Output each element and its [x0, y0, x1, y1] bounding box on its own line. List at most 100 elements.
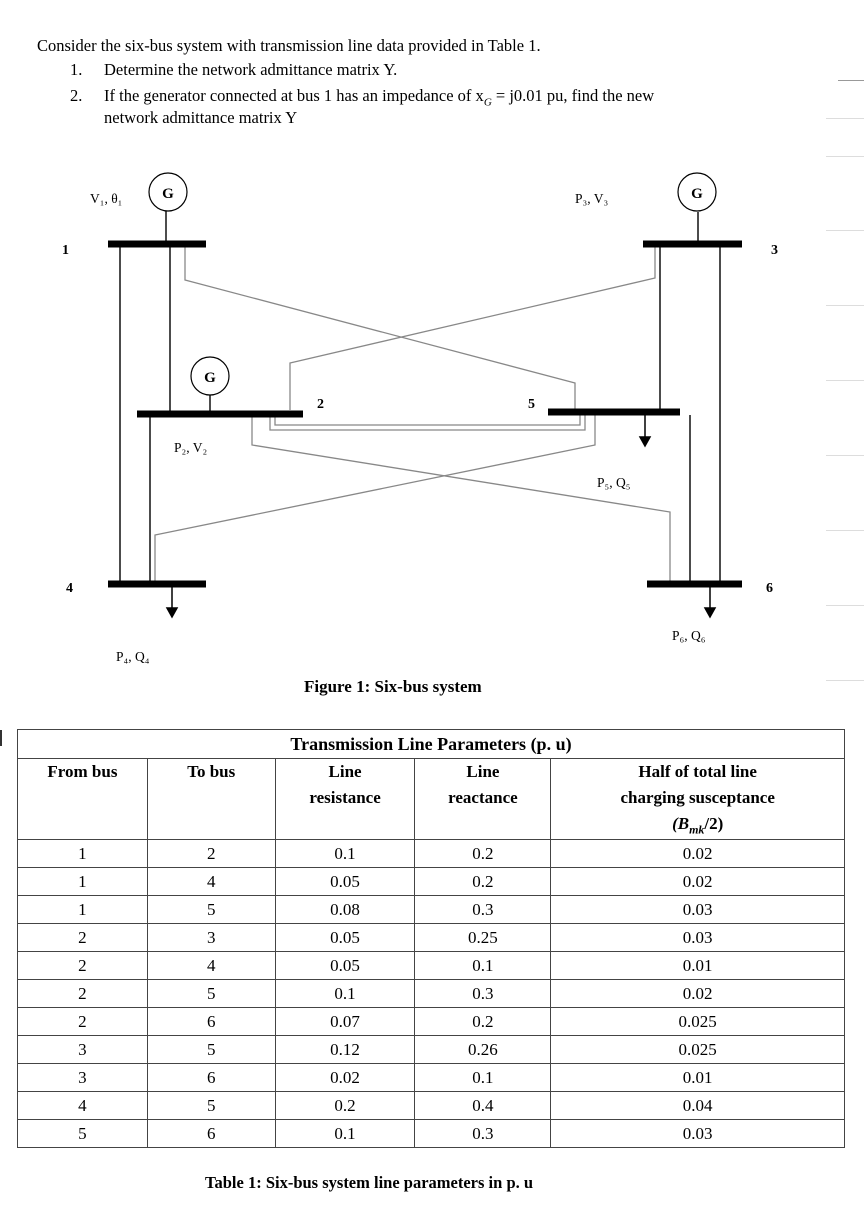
table-cell: 3: [146, 923, 276, 953]
left-margin-mark: [0, 730, 2, 746]
table-cell: 0.05: [274, 923, 416, 953]
table-cell: 1: [17, 839, 148, 869]
margin-line: [826, 156, 864, 157]
question-text: Determine the network admittance matrix …: [104, 60, 398, 79]
bus-number-3: 3: [771, 243, 778, 258]
table-cell: 0.025: [550, 1007, 845, 1037]
bus-label-2: P₂, V₂: [174, 440, 207, 455]
header-text: Half of total line: [638, 762, 757, 781]
bus-label-1: V₁, θ₁: [90, 191, 122, 206]
table-cell: 1: [17, 895, 148, 925]
line-parameters-table: Transmission Line Parameters (p. u) From…: [17, 729, 845, 1149]
table-cell: 5: [17, 1119, 148, 1149]
table-cell: 0.01: [550, 951, 845, 981]
svg-text:G: G: [162, 186, 174, 202]
question-item-2: 2. If the generator connected at bus 1 h…: [0, 86, 864, 108]
table-cell: 0.3: [414, 895, 552, 925]
column-header: From bus: [17, 757, 148, 841]
table-title: Transmission Line Parameters (p. u): [17, 729, 845, 759]
load-arrow-icon: [638, 436, 652, 448]
question-text-part: = j0.01 pu, find the new: [491, 86, 655, 105]
table-cell: 5: [146, 1035, 276, 1065]
margin-line: [826, 230, 864, 231]
figure-caption: Figure 1: Six-bus system: [304, 677, 482, 696]
bus-number-6: 6: [766, 581, 773, 596]
table-cell: 0.1: [414, 951, 552, 981]
header-text: (B: [672, 814, 690, 833]
line-2-5-inner: [274, 412, 581, 426]
header-text: reactance: [448, 788, 518, 807]
header-text: resistance: [309, 788, 381, 807]
load-arrow-icon: [165, 607, 179, 619]
margin-line: [826, 118, 864, 119]
question-intro: Consider the six-bus system with transmi…: [37, 36, 541, 55]
question-number: 1.: [70, 60, 83, 79]
table-cell: 3: [17, 1035, 148, 1065]
generator-icon: G: [148, 172, 188, 212]
table-cell: 0.025: [550, 1035, 845, 1065]
table-cell: 0.2: [414, 1007, 552, 1037]
table-cell: 4: [17, 1091, 148, 1121]
table-cell: 1: [17, 867, 148, 897]
table-cell: 6: [146, 1007, 276, 1037]
table-cell: 0.01: [550, 1063, 845, 1093]
line-5-4: [154, 415, 596, 583]
table-cell: 0.3: [414, 979, 552, 1009]
table-cell: 0.02: [274, 1063, 416, 1093]
vertical-lines: [119, 210, 721, 583]
bus-label-6: P₆, Q₆: [672, 628, 706, 643]
table-cell: 0.02: [550, 867, 845, 897]
question-text-part: If the generator connected at bus 1 has …: [104, 86, 484, 105]
svg-text:G: G: [204, 370, 216, 386]
table-cell: 4: [146, 867, 276, 897]
generator-icon: G: [190, 356, 230, 396]
svg-text:G: G: [691, 186, 703, 202]
transmission-lines: [154, 243, 671, 583]
table-cell: 0.02: [550, 979, 845, 1009]
header-text: Line: [328, 762, 362, 781]
subscript: G: [483, 96, 492, 109]
header-text: /2): [704, 814, 724, 833]
table-cell: 6: [146, 1063, 276, 1093]
table-cell: 0.2: [274, 1091, 416, 1121]
margin-line: [838, 80, 864, 81]
margin-line: [826, 305, 864, 306]
table-cell: 3: [17, 1063, 148, 1093]
bus-number-5: 5: [528, 397, 535, 412]
table-cell: 0.03: [550, 895, 845, 925]
table-cell: 5: [146, 1091, 276, 1121]
table-cell: 5: [146, 979, 276, 1009]
table-cell: 0.05: [274, 951, 416, 981]
margin-line: [826, 605, 864, 606]
bus-number-2: 2: [317, 397, 324, 412]
question-text: If the generator connected at bus 1 has …: [104, 86, 654, 108]
table-cell: 0.2: [414, 839, 552, 869]
question-number: 2.: [70, 86, 83, 105]
margin-line: [826, 680, 864, 681]
column-header: Line resistance: [274, 757, 416, 841]
table-cell: 0.3: [414, 1119, 552, 1149]
table-cell: 2: [17, 979, 148, 1009]
table-cell: 0.12: [274, 1035, 416, 1065]
table-cell: 0.03: [550, 1119, 845, 1149]
table-cell: 2: [17, 951, 148, 981]
six-bus-diagram: G G G 1 2 3 4 5 6 V₁, θ₁ P₂, V₂ P₃, V₃ P…: [62, 172, 778, 664]
table-cell: 0.4: [414, 1091, 552, 1121]
header-text: To bus: [187, 762, 236, 781]
load-arrows: [165, 415, 717, 619]
question-item-1: 1. Determine the network admittance matr…: [0, 60, 864, 82]
table-cell: 0.05: [274, 867, 416, 897]
table-caption: Table 1: Six-bus system line parameters …: [205, 1173, 534, 1192]
